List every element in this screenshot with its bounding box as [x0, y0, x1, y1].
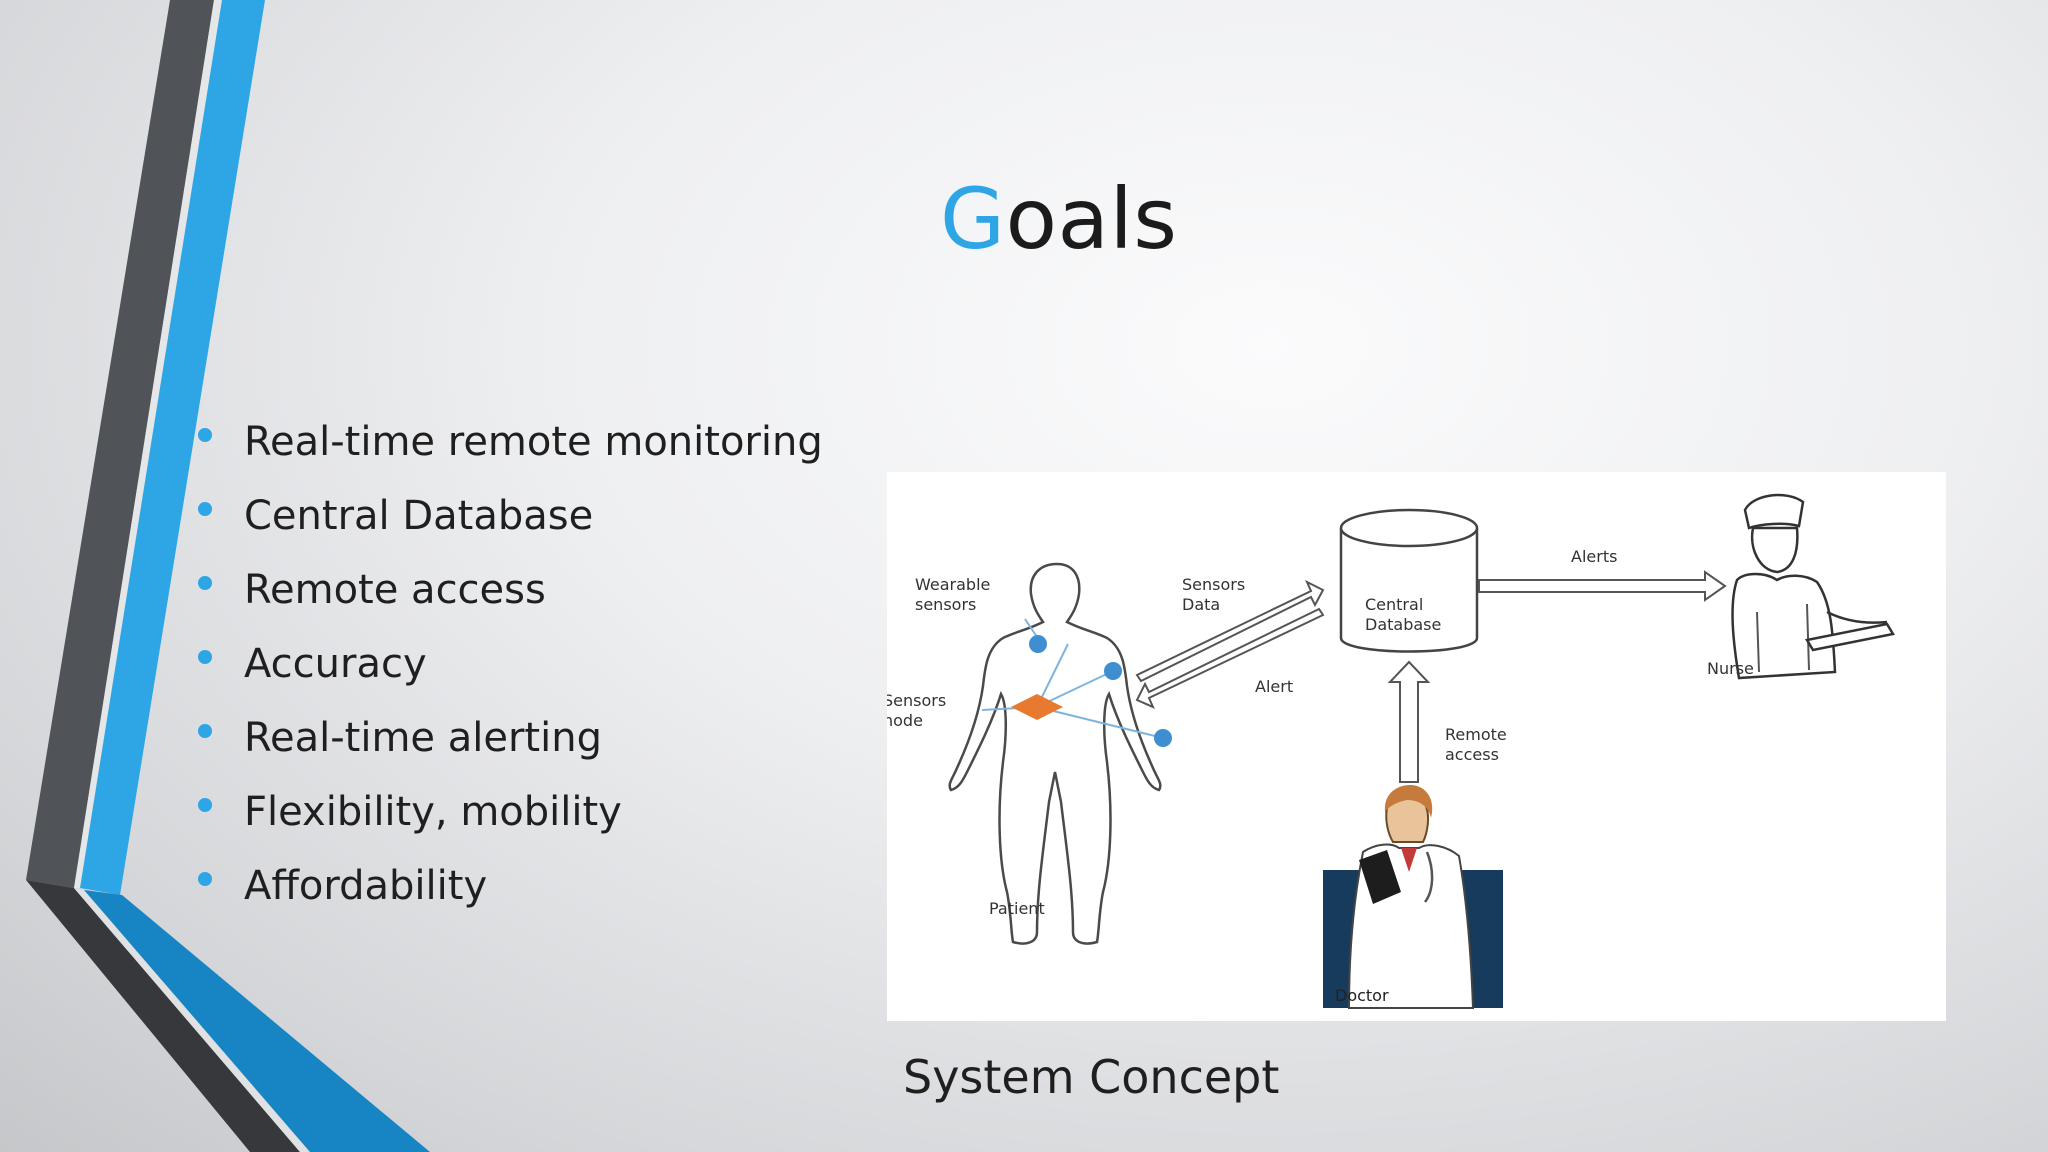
- sensors-node-label: Sensors: [887, 691, 946, 710]
- light-divider-stripe: [74, 0, 222, 888]
- bullet-icon: [198, 872, 212, 886]
- central-database-label: Central: [1365, 595, 1423, 614]
- gray-stripe: [26, 0, 214, 888]
- bullet-icon: [198, 502, 212, 516]
- alert-label: Alert: [1255, 677, 1293, 696]
- sensor-link: [1036, 643, 1069, 708]
- bullet-icon: [198, 650, 212, 664]
- remote-access-label: Remote: [1445, 725, 1507, 744]
- bullet-icon: [198, 576, 212, 590]
- list-item: Remote access: [198, 558, 823, 632]
- central-database-icon: [1339, 528, 1479, 653]
- list-item-text: Central Database: [244, 493, 594, 539]
- central-database-top: [1339, 508, 1479, 548]
- slide-title: Goals: [940, 170, 1178, 268]
- list-item-text: Flexibility, mobility: [244, 789, 622, 835]
- central-database-label: Database: [1365, 615, 1441, 634]
- list-item-text: Real-time remote monitoring: [244, 419, 823, 465]
- light-lower-divider: [74, 888, 310, 1152]
- wearable-sensor-icon: [1104, 662, 1122, 680]
- remote-access-arrow: [1387, 660, 1431, 783]
- figure-caption: System Concept: [903, 1050, 1280, 1104]
- nurse-figure: [1731, 493, 1895, 680]
- bullet-icon: [198, 724, 212, 738]
- patient-label: Patient: [989, 899, 1045, 918]
- sensors-node-icon: [1011, 694, 1063, 720]
- list-item: Real-time remote monitoring: [198, 410, 823, 484]
- doctor-figure: [1323, 785, 1503, 1009]
- list-item-text: Real-time alerting: [244, 715, 602, 761]
- alert-arrow: [1135, 607, 1325, 709]
- patient-body-outline: [948, 562, 1162, 945]
- alerts-label: Alerts: [1571, 547, 1617, 566]
- wearable-sensor-icon: [1029, 635, 1047, 653]
- sensors-data-label: Sensors: [1182, 575, 1245, 594]
- system-concept-figure: Wearable sensors Sensors Data Central Da…: [887, 472, 1946, 1021]
- doctor-label: Doctor: [1335, 986, 1389, 1005]
- sensors-data-label: Data: [1182, 595, 1220, 614]
- dark-lower-stripe: [26, 880, 300, 1152]
- wearable-sensors-label: sensors: [915, 595, 976, 614]
- wearable-sensors-label: Wearable: [915, 575, 990, 594]
- goals-list: Real-time remote monitoring Central Data…: [198, 410, 823, 928]
- bullet-icon: [198, 428, 212, 442]
- remote-access-label: access: [1445, 745, 1499, 764]
- sensors-node-label: node: [887, 711, 923, 730]
- wearable-pointer: [1024, 618, 1038, 638]
- list-item-text: Accuracy: [244, 641, 427, 687]
- sensors-data-arrow: [1135, 579, 1325, 683]
- title-accent-letter: G: [940, 170, 1006, 268]
- list-item-text: Remote access: [244, 567, 546, 613]
- wearable-sensor-icon: [1154, 729, 1172, 747]
- list-item: Accuracy: [198, 632, 823, 706]
- nurse-label: Nurse: [1707, 659, 1754, 678]
- list-item-text: Affordability: [244, 863, 488, 909]
- sensor-link: [1036, 706, 1164, 739]
- list-item: Affordability: [198, 854, 823, 928]
- system-diagram: Wearable sensors Sensors Data Central Da…: [887, 493, 1895, 1009]
- list-item: Real-time alerting: [198, 706, 823, 780]
- list-item: Flexibility, mobility: [198, 780, 823, 854]
- bullet-icon: [198, 798, 212, 812]
- alerts-arrow: [1478, 570, 1727, 602]
- title-rest: oals: [1005, 170, 1178, 268]
- blue-lower-stripe: [84, 890, 430, 1152]
- blue-stripe: [80, 0, 265, 895]
- list-item: Central Database: [198, 484, 823, 558]
